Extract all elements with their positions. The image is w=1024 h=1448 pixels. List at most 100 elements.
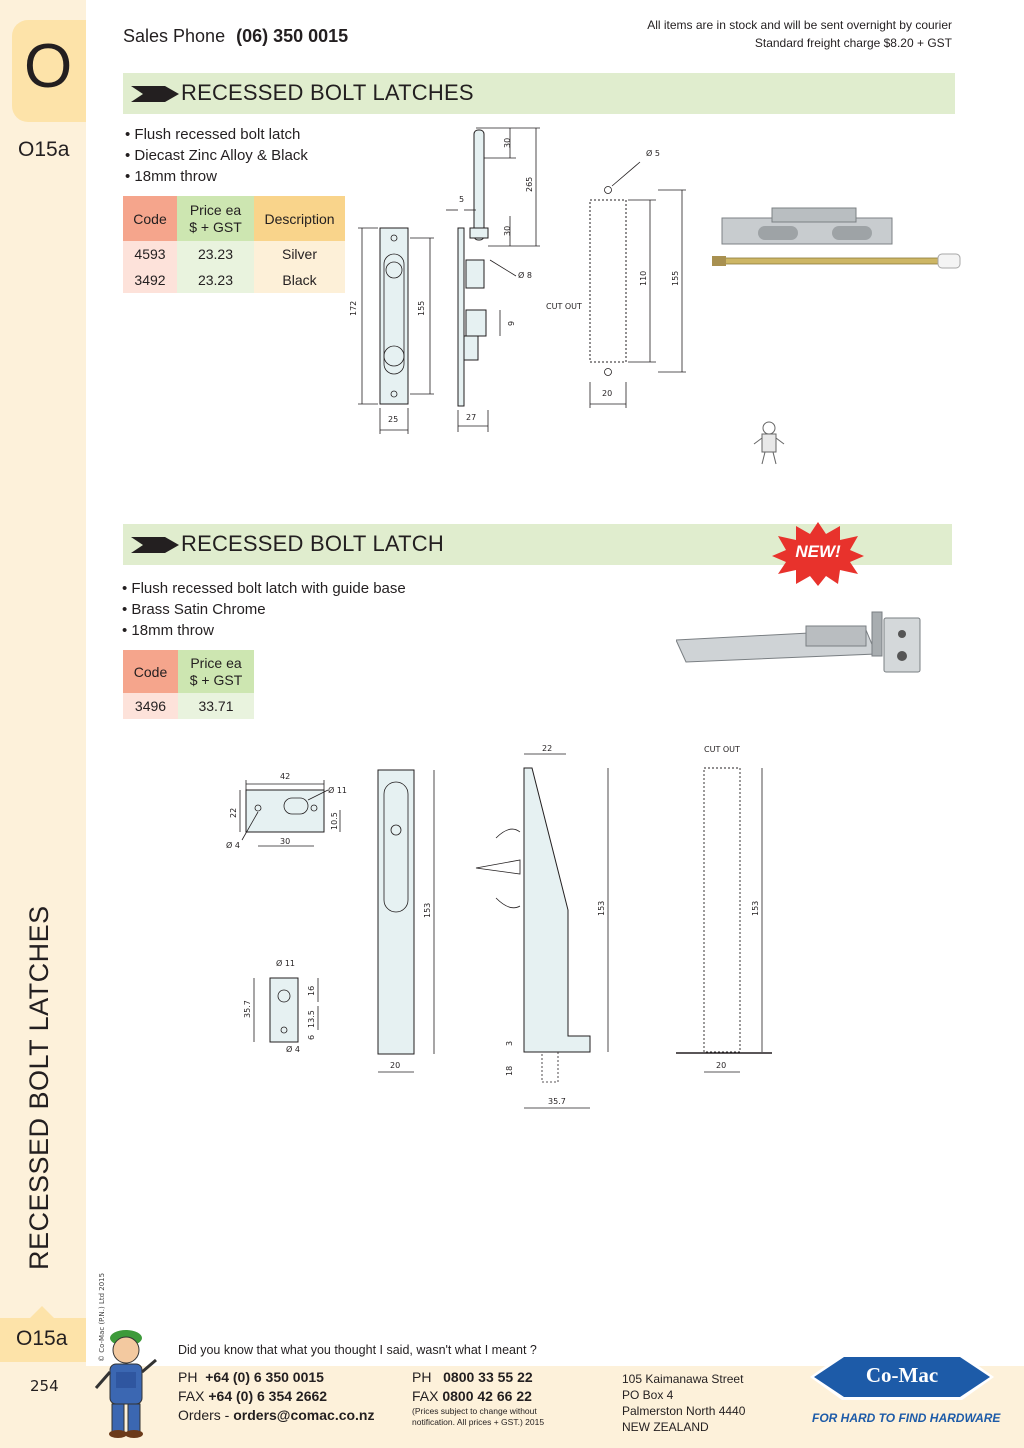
orders-email[interactable]: orders@comac.co.nz — [233, 1407, 375, 1423]
new-badge: NEW! — [772, 522, 864, 586]
dim-22-side: 22 — [542, 744, 552, 753]
fax2-label: FAX — [412, 1388, 439, 1404]
section2-feature-list: • Flush recessed bolt latch with guide b… — [122, 578, 406, 641]
footer-question: Did you know that what you thought I sai… — [178, 1343, 537, 1357]
dim-265: 265 — [525, 177, 534, 192]
section-letter-tab: O — [12, 20, 86, 122]
cell-code: 3492 — [123, 267, 177, 293]
arrow-right-icon — [131, 537, 179, 553]
ph2-value: 0800 33 55 22 — [443, 1369, 533, 1385]
price-header-line-2: $ + GST — [189, 671, 243, 688]
table-header-price: Price ea $ + GST — [178, 650, 254, 693]
dim-20: 20 — [602, 389, 612, 398]
cell-price: 23.23 — [177, 241, 254, 267]
section1-price-table: Code Price ea $ + GST Description 4593 2… — [123, 196, 345, 293]
table-row: 3492 23.23 Black — [123, 267, 345, 293]
dim-35-7-plate: 35.7 — [243, 1000, 252, 1018]
cell-description: Silver — [254, 241, 345, 267]
dim-dia-8: Ø 8 — [518, 270, 532, 280]
dim-30-mid: 30 — [503, 226, 512, 236]
list-item: • Diecast Zinc Alloy & Black — [125, 147, 308, 164]
section2-technical-drawing: 42 Ø 11 22 10.5 Ø 4 30 Ø 11 35.7 16 13.5… — [226, 744, 772, 1109]
dim-155-cutout: 155 — [671, 271, 680, 286]
table-row: 3496 33.71 — [123, 693, 254, 719]
section1-title: RECESSED BOLT LATCHES — [181, 80, 474, 105]
dim-dia-4-bottom: Ø 4 — [286, 1044, 300, 1054]
cutout-outline — [589, 199, 627, 363]
dim-153-cutout: 153 — [751, 901, 760, 916]
latch-side-profile — [457, 227, 465, 407]
ph-value: +64 (0) 6 350 0015 — [205, 1369, 324, 1385]
bolt-rod — [473, 129, 485, 241]
price-header-line-1: Price ea — [189, 201, 242, 218]
dim-16: 16 — [307, 986, 316, 996]
latch-front-plate — [379, 227, 409, 405]
price-header-line-2: $ + GST — [189, 218, 242, 235]
cutout-outline-2 — [703, 767, 741, 1053]
sales-phone-label: Sales Phone — [123, 26, 226, 46]
footer-contact-international: PH +64 (0) 6 350 0015 FAX +64 (0) 6 354 … — [178, 1368, 375, 1425]
dim-20-front: 20 — [390, 1061, 400, 1070]
dim-20-cutout: 20 — [716, 1061, 726, 1070]
cell-description: Black — [254, 267, 345, 293]
page-number: 254 — [30, 1377, 59, 1395]
sales-phone-number: (06) 350 0015 — [236, 26, 349, 46]
table-header-price: Price ea $ + GST — [177, 196, 254, 241]
list-item: • 18mm throw — [125, 168, 217, 185]
dim-153-side: 153 — [597, 901, 606, 916]
brand-name: Co-Mac — [865, 1363, 939, 1387]
list-item: • 18mm throw — [122, 622, 214, 639]
list-item: • Flush recessed bolt latch — [125, 126, 301, 143]
table-header-description: Description — [254, 196, 345, 241]
cutout-label-2: CUT OUT — [704, 745, 740, 754]
fax-value: +64 (0) 6 354 2662 — [208, 1388, 328, 1404]
list-item: • Flush recessed bolt latch with guide b… — [122, 580, 406, 597]
section2-title: RECESSED BOLT LATCH — [181, 531, 444, 556]
dim-30: 30 — [280, 837, 290, 846]
strike-plate-bottom — [269, 977, 299, 1043]
stock-line-2: Standard freight charge $8.20 + GST — [754, 36, 952, 50]
section1-header-bar: RECESSED BOLT LATCHES — [123, 73, 955, 114]
list-item: • Brass Satin Chrome — [122, 601, 266, 618]
price-note-line-2: notification. All prices + GST.) 2015 — [412, 1417, 545, 1427]
table-header-code: Code — [123, 196, 177, 241]
cell-code: 3496 — [123, 693, 178, 719]
mascot-small-icon — [753, 421, 785, 465]
dim-25: 25 — [388, 415, 398, 424]
cell-price: 33.71 — [178, 693, 254, 719]
ph-label: PH — [178, 1369, 198, 1385]
dim-dia-11-top: Ø 11 — [328, 785, 347, 795]
sidebar — [0, 0, 86, 1448]
latch-side-view — [523, 767, 591, 1053]
dim-155: 155 — [417, 301, 426, 316]
dim-13-5: 13.5 — [307, 1010, 316, 1028]
dim-dia-4-top: Ø 4 — [226, 840, 240, 850]
table-header-code: Code — [123, 650, 178, 693]
dim-110: 110 — [639, 271, 648, 286]
bottom-page-code: O15a — [16, 1327, 68, 1350]
dim-dia-11-bottom: Ø 11 — [276, 958, 295, 968]
dim-153-front: 153 — [423, 903, 432, 918]
mascot-icon — [94, 1330, 157, 1438]
section1-technical-drawing: 172 155 25 30 265 30 5 Ø 8 9 27 Ø 5 CUT … — [349, 127, 686, 434]
ph2-label: PH — [412, 1369, 432, 1385]
table-row: 4593 23.23 Silver — [123, 241, 345, 267]
bottom-page-code-tab: O15a — [0, 1306, 86, 1362]
cell-price: 23.23 — [177, 267, 254, 293]
section2-price-table: Code Price ea $ + GST 3496 33.71 — [123, 650, 254, 719]
price-note-line-1: (Prices subject to change without — [412, 1406, 537, 1416]
product-photo-bolt-latch — [712, 207, 961, 269]
dim-5: 5 — [459, 195, 464, 204]
page-code-top: O15a — [18, 138, 70, 161]
sales-phone: Sales Phone (06) 350 0015 — [123, 26, 348, 47]
dim-42: 42 — [280, 772, 290, 781]
comac-logo: Co-Mac — [810, 1352, 994, 1402]
address-line: NEW ZEALAND — [622, 1420, 709, 1434]
new-badge-label: NEW! — [795, 542, 841, 561]
dim-35-7-side: 35.7 — [548, 1097, 566, 1106]
address-line: 105 Kaimanawa Street — [622, 1372, 744, 1386]
dim-27: 27 — [466, 413, 476, 422]
dim-3: 3 — [505, 1041, 514, 1046]
logo-diamond-icon — [810, 1354, 994, 1400]
dim-30-top: 30 — [503, 138, 512, 148]
